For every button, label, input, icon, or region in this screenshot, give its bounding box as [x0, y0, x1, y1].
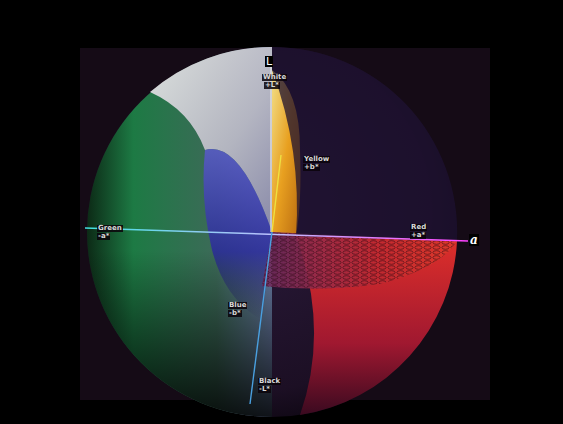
pole-name: White [262, 74, 287, 81]
color-name: Blue [228, 302, 247, 309]
color-name: Green [97, 225, 123, 232]
color-name: Red [410, 224, 427, 231]
axis-sign: +L* [264, 82, 280, 89]
color-name: Yellow [303, 156, 330, 163]
axis-sign: +a* [410, 232, 426, 239]
axis-name: a [469, 234, 479, 246]
pole-name: Black [258, 378, 281, 385]
axis-sign: +b* [303, 164, 320, 171]
axis-sign: -a* [97, 233, 110, 240]
axis-sign: -L* [258, 386, 271, 393]
axis-name: L [265, 56, 273, 67]
axis-sign: -b* [228, 310, 242, 317]
